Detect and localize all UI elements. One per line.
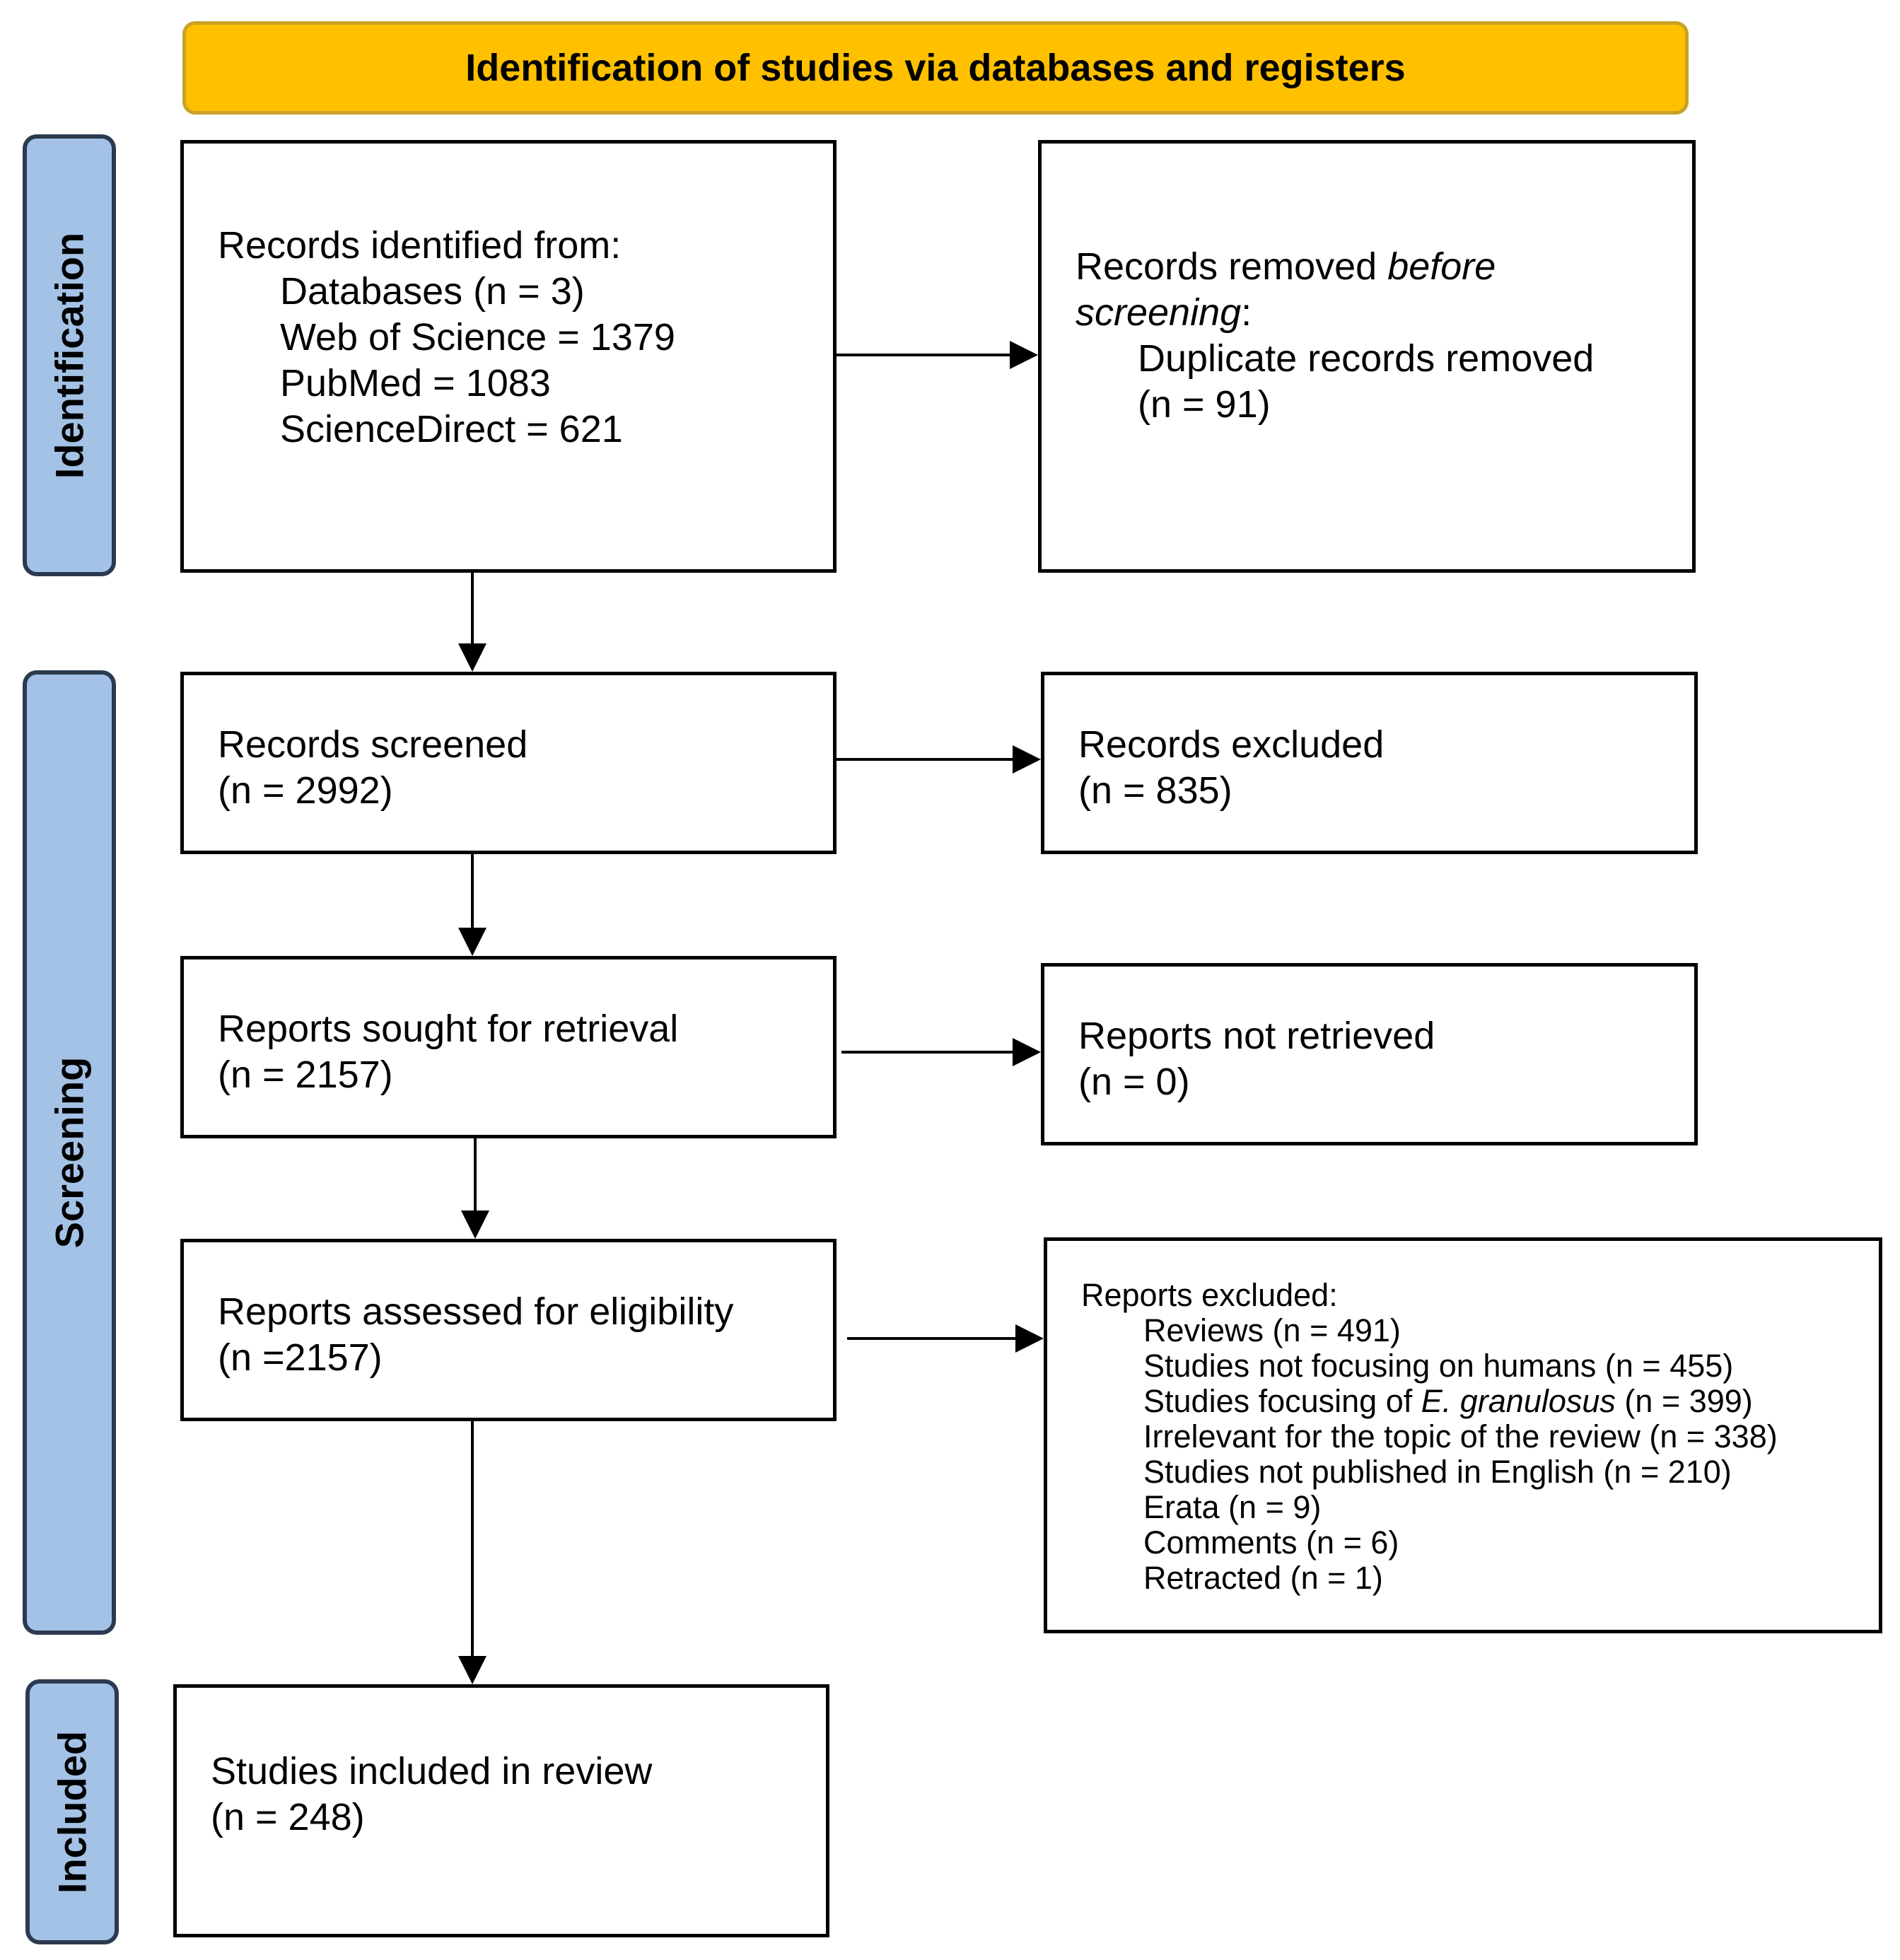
reports-excluded-granulosus: Studies focusing of E. granulosus (n = 3… — [1081, 1384, 1778, 1419]
records-removed-box: Records removed before screening: Duplic… — [1038, 140, 1696, 573]
records-excluded-box: Records excluded (n = 835) — [1041, 672, 1698, 854]
reports-sought-text: Reports sought for retrieval (n = 2157) — [218, 1006, 678, 1098]
reports-excluded-irrelevant: Irrelevant for the topic of the review (… — [1143, 1418, 1778, 1454]
reports-assessed-label: Reports assessed for eligibility — [218, 1290, 734, 1333]
records-excluded-count: (n = 835) — [1078, 769, 1232, 812]
records-identified-line: Databases (n = 3) — [280, 270, 585, 313]
records-removed-heading-suffix: : — [1241, 291, 1252, 334]
reports-not-retrieved-count: (n = 0) — [1078, 1061, 1190, 1103]
records-removed-line: Duplicate records removed — [1138, 337, 1595, 380]
records-identified-line: PubMed = 1083 — [280, 362, 551, 404]
studies-included-count: (n = 248) — [211, 1796, 365, 1838]
granulosus-species: E. granulosus — [1421, 1383, 1616, 1419]
reports-not-retrieved-label: Reports not retrieved — [1078, 1015, 1435, 1057]
records-screened-label: Records screened — [218, 723, 528, 766]
reports-assessed-count: (n =2157) — [218, 1336, 383, 1379]
reports-excluded-not-humans: Studies not focusing on humans (n = 455) — [1143, 1348, 1734, 1384]
records-removed-heading-line-1: Records removed before — [1076, 244, 1594, 290]
reports-excluded-comments: Comments (n = 6) — [1143, 1524, 1399, 1561]
studies-included-label: Studies included in review — [211, 1750, 653, 1792]
studies-included-box: Studies included in review (n = 248) — [173, 1684, 829, 1937]
studies-included-text: Studies included in review (n = 248) — [211, 1749, 652, 1841]
records-removed-heading-line-2: screening: — [1076, 290, 1594, 336]
records-identified-line: Web of Science = 1379 — [280, 316, 675, 358]
reports-excluded-retracted: Retracted (n = 1) — [1143, 1560, 1383, 1596]
records-identified-box: Records identified from: Databases (n = … — [180, 140, 837, 573]
records-removed-line: (n = 91) — [1138, 383, 1271, 426]
phase-identification: Identification — [23, 134, 116, 576]
granulosus-prefix: Studies focusing of — [1143, 1383, 1421, 1419]
records-removed-text: Records removed before screening: Duplic… — [1076, 244, 1594, 428]
records-removed-heading-prefix: Records removed — [1076, 245, 1388, 288]
records-removed-heading-italic-1: before — [1387, 245, 1496, 288]
header-banner: Identification of studies via databases … — [182, 21, 1689, 115]
records-identified-heading: Records identified from: — [218, 224, 622, 267]
records-screened-count: (n = 2992) — [218, 769, 393, 812]
reports-excluded-heading: Reports excluded: — [1081, 1277, 1338, 1313]
reports-excluded-erata: Erata (n = 9) — [1143, 1489, 1322, 1525]
reports-sought-box: Reports sought for retrieval (n = 2157) — [180, 956, 837, 1138]
granulosus-suffix: (n = 399) — [1615, 1383, 1753, 1419]
reports-sought-label: Reports sought for retrieval — [218, 1008, 679, 1050]
records-removed-heading-italic-2: screening — [1076, 291, 1242, 334]
reports-excluded-not-english: Studies not published in English (n = 21… — [1143, 1454, 1732, 1490]
records-identified-text: Records identified from: Databases (n = … — [218, 223, 675, 453]
records-screened-text: Records screened (n = 2992) — [218, 722, 528, 814]
reports-sought-count: (n = 2157) — [218, 1054, 393, 1096]
records-excluded-label: Records excluded — [1078, 723, 1385, 766]
header-title: Identification of studies via databases … — [465, 47, 1406, 89]
reports-excluded-text: Reports excluded: Reviews (n = 491) Stud… — [1081, 1278, 1778, 1596]
reports-excluded-reviews: Reviews (n = 491) — [1143, 1312, 1401, 1348]
reports-excluded-box: Reports excluded: Reviews (n = 491) Stud… — [1044, 1237, 1882, 1633]
records-excluded-text: Records excluded (n = 835) — [1078, 722, 1384, 814]
reports-assessed-box: Reports assessed for eligibility (n =215… — [180, 1239, 837, 1421]
phase-included: Included — [25, 1679, 119, 1944]
reports-assessed-text: Reports assessed for eligibility (n =215… — [218, 1289, 733, 1381]
records-identified-line: ScienceDirect = 621 — [280, 408, 623, 450]
phase-screening: Screening — [23, 670, 116, 1635]
reports-not-retrieved-text: Reports not retrieved (n = 0) — [1078, 1013, 1435, 1105]
reports-not-retrieved-box: Reports not retrieved (n = 0) — [1041, 963, 1698, 1145]
records-screened-box: Records screened (n = 2992) — [180, 672, 837, 854]
